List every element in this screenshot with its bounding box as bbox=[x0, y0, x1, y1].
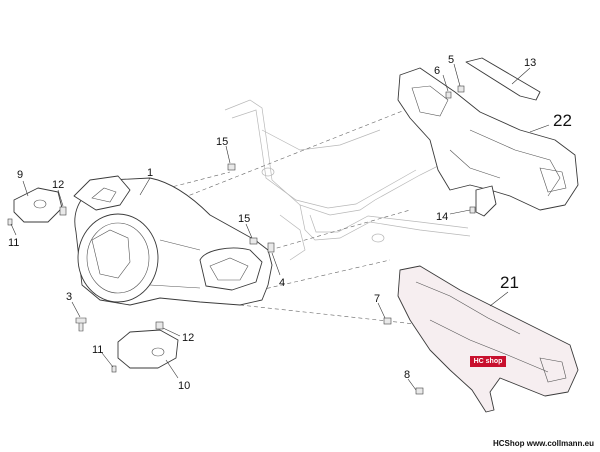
callout-15-top: 15 bbox=[216, 136, 228, 148]
part-6-screw bbox=[445, 91, 452, 99]
callout-8: 8 bbox=[404, 369, 410, 381]
callout-22: 22 bbox=[553, 111, 572, 130]
callout-13: 13 bbox=[524, 57, 536, 69]
part-9-switch-cover bbox=[13, 187, 63, 223]
part-12-clip-top bbox=[59, 206, 67, 216]
part-3-screw bbox=[75, 317, 87, 332]
part-22-rear-cover bbox=[397, 67, 579, 217]
callout-9: 9 bbox=[17, 169, 23, 181]
hc-shop-badge: HC shop bbox=[470, 356, 506, 367]
callout-14: 14 bbox=[436, 211, 448, 223]
part-10-lower-cover bbox=[117, 329, 179, 369]
part-11-screw-bottom bbox=[111, 365, 117, 373]
part-21-lower-cover bbox=[397, 265, 579, 413]
part-8-screw bbox=[415, 387, 424, 395]
footer-credit: HCShop www.collmann.eu bbox=[492, 439, 594, 448]
callout-15-mid: 15 bbox=[238, 213, 250, 225]
callout-labels: 1 9 12 11 3 15 15 4 12 11 10 5 6 13 22 1… bbox=[8, 54, 572, 392]
part-13-trim bbox=[465, 57, 541, 101]
callout-12-top: 12 bbox=[52, 179, 64, 191]
callout-6: 6 bbox=[434, 65, 440, 77]
part-7-screw bbox=[383, 317, 392, 325]
callout-10: 10 bbox=[178, 380, 190, 392]
handlebar-frame-phantom bbox=[224, 99, 471, 261]
part-11-screw-top bbox=[7, 218, 13, 226]
part-15-screw-top bbox=[227, 163, 236, 171]
part-5-fastener bbox=[457, 85, 465, 93]
part-15-screw-mid bbox=[249, 237, 258, 245]
callout-11-bottom: 11 bbox=[92, 344, 103, 356]
callout-7: 7 bbox=[374, 293, 380, 305]
callout-1: 1 bbox=[147, 167, 153, 179]
part-14-screw bbox=[469, 206, 476, 214]
leader-lines bbox=[10, 63, 550, 391]
callout-11-top: 11 bbox=[8, 237, 19, 249]
part-1-front-shell bbox=[73, 175, 273, 306]
callout-4: 4 bbox=[279, 277, 285, 289]
callout-3: 3 bbox=[66, 291, 72, 303]
callout-21: 21 bbox=[500, 273, 519, 292]
callout-5: 5 bbox=[448, 54, 454, 66]
part-4-clip bbox=[267, 242, 275, 253]
callout-12-bottom: 12 bbox=[182, 332, 194, 344]
part-12-clip-bottom bbox=[155, 321, 164, 330]
